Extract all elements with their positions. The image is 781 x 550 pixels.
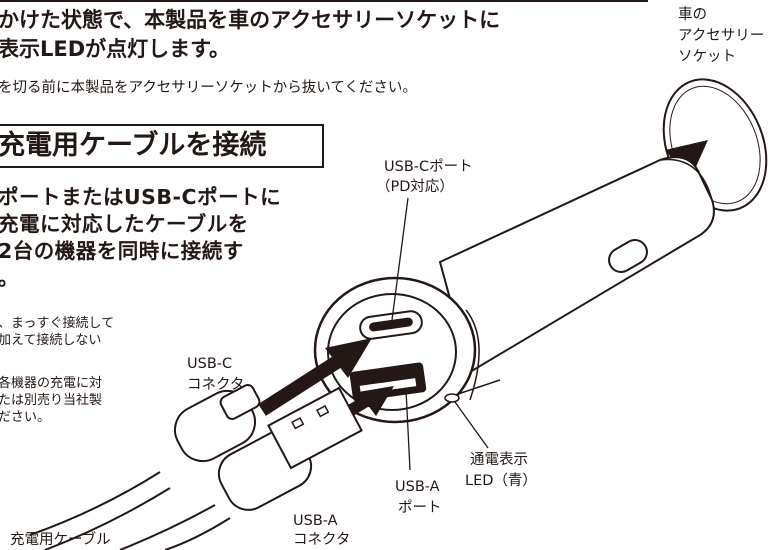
small-note-1: 、まっすぐ接続して bbox=[0, 316, 115, 331]
label-socket-1: 車の bbox=[678, 7, 707, 23]
body-line-2: 充電に対応したケーブルを bbox=[0, 212, 249, 236]
label-socket-2: アクセサリー bbox=[678, 28, 765, 44]
label-usba-connector-2: コネクタ bbox=[293, 532, 351, 548]
led-indicator bbox=[444, 393, 460, 403]
leader-usba-port bbox=[405, 389, 411, 471]
label-usbc-connector-2: コネクタ bbox=[187, 377, 245, 393]
label-usbc-connector-1: USB-C bbox=[187, 356, 233, 372]
charger-body bbox=[313, 156, 715, 424]
small-note-5: ださい。 bbox=[0, 410, 51, 425]
label-led-1: 通電表示 bbox=[470, 452, 528, 468]
label-usbc-port-1: USB-Cポート bbox=[384, 159, 473, 175]
section-heading: 充電用ケーブルを接続 bbox=[0, 130, 267, 161]
body-line-1: ポートまたはUSB-Cポートに bbox=[0, 185, 282, 209]
heading-box bbox=[0, 124, 324, 168]
caution-note: を切る前に本製品をアクセサリーソケットから抜いてください。 bbox=[0, 80, 417, 96]
usbc-arrow bbox=[258, 354, 344, 416]
instruction-line-2: 表示LEDが点灯します。 bbox=[0, 37, 231, 61]
instruction-line-1: かけた状態で、本製品を車のアクセサリーソケットに bbox=[0, 8, 501, 32]
usbc-connector bbox=[29, 384, 261, 550]
leader-led bbox=[454, 401, 489, 449]
label-socket-3: ソケット bbox=[678, 49, 736, 65]
label-led-2: LED（青） bbox=[465, 473, 537, 489]
label-usba-connector-1: USB-A bbox=[293, 513, 338, 529]
side-button bbox=[608, 239, 648, 273]
usba-connector bbox=[119, 386, 363, 550]
label-usba-port-1: USB-A bbox=[395, 479, 440, 495]
label-usba-port-2: ポート bbox=[398, 500, 442, 516]
small-note-2: 加えて接続しない bbox=[0, 333, 102, 348]
small-note-4: たは別売り当社製 bbox=[0, 393, 103, 408]
leader-usbc-port bbox=[391, 197, 409, 321]
small-note-3: 各機器の充電に対 bbox=[0, 376, 103, 391]
label-cable: 充電用ケーブル bbox=[10, 532, 111, 548]
label-usbc-port-2: （PD対応） bbox=[376, 179, 454, 195]
top-rule bbox=[0, 0, 648, 2]
body-line-4: 。 bbox=[0, 266, 19, 290]
body-line-3: 2台の機器を同時に接続す bbox=[0, 239, 244, 263]
